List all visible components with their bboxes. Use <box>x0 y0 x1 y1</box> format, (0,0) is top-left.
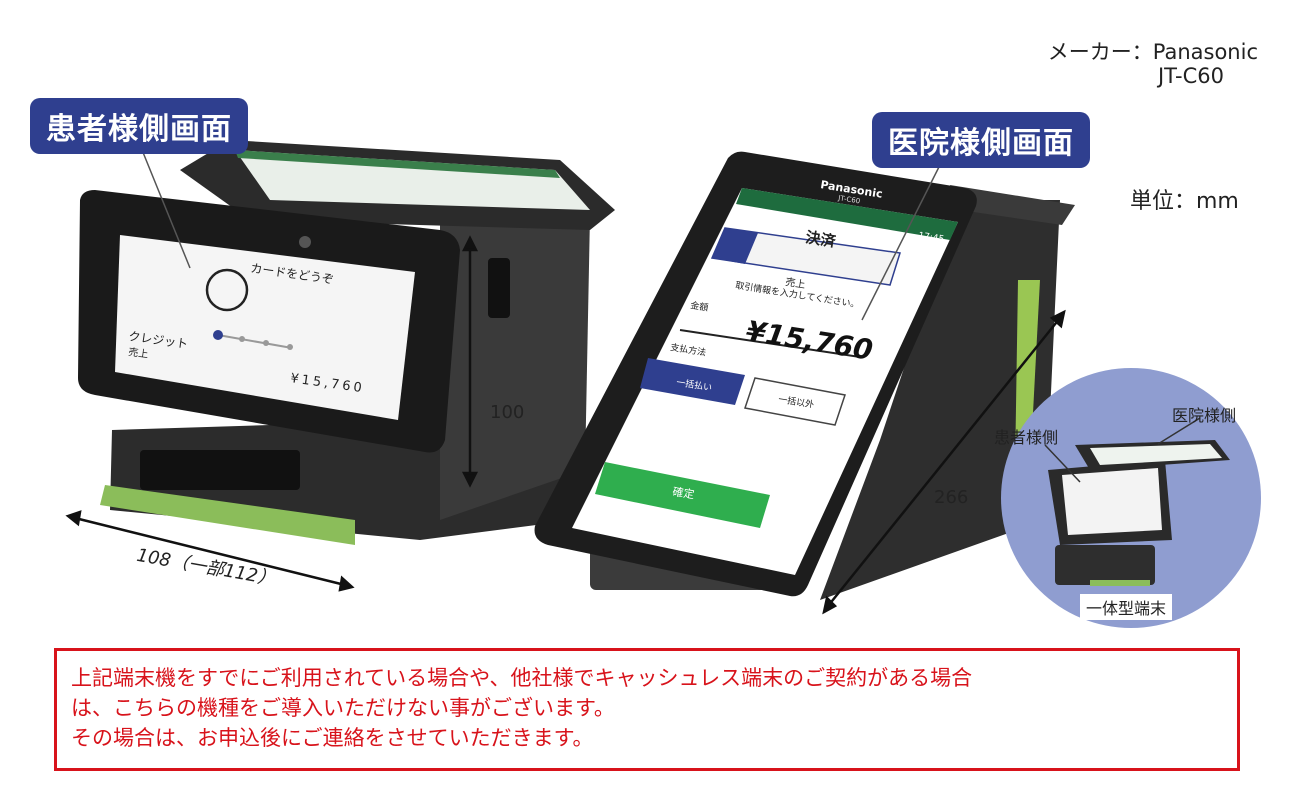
unit-label: 単位：mm <box>1130 189 1239 214</box>
patient-pointer <box>139 144 191 269</box>
patient-screen-badge: 患者様側画面 <box>30 98 248 154</box>
maker-model: JT-C60 <box>1157 64 1224 88</box>
dimension-arrows-left <box>65 235 479 592</box>
confirm-button[interactable]: 確定 <box>672 484 696 501</box>
clinic-time: 17:45 <box>918 231 945 245</box>
patient-terminal <box>78 140 615 545</box>
notice-box: 上記端末機をすでにご利用されている場合や、他社様でキャッシュレス端末のご契約があ… <box>54 648 1240 771</box>
inset-clinic-label: 医院様側 <box>1172 406 1237 425</box>
clinic-terminal <box>534 151 1075 600</box>
maker-label: メーカー：Panasonic <box>1047 40 1258 64</box>
clinic-pointer <box>861 154 946 321</box>
clinic-amount-label: 金額 <box>690 299 710 314</box>
clinic-model: JT-C60 <box>837 194 861 206</box>
inset-circle <box>1001 368 1261 628</box>
notice-line-3: その場合は、お申込後にご連絡をさせていただきます。 <box>71 726 594 750</box>
notice-line-2: は、こちらの機種をご導入いただけない事がございます。 <box>71 696 615 720</box>
inset-caption: 一体型端末 <box>1080 594 1173 620</box>
clinic-screen-badge: 医院様側画面 <box>872 112 1090 168</box>
height-dimension: 100 <box>490 402 525 423</box>
inset-patient-label: 患者様側 <box>994 428 1059 447</box>
notice-line-1: 上記端末機をすでにご利用されている場合や、他社様でキャッシュレス端末のご契約があ… <box>71 666 973 690</box>
length-dimension: 266 <box>934 487 969 508</box>
clinic-title: 決済 <box>804 228 837 251</box>
patient-sub: 売上 <box>128 345 150 361</box>
dimension-arrow-right <box>822 309 1066 615</box>
device-illustration: カードをどうぞ クレジット 売上 ¥15,760 Panasonic JT-C6 <box>65 140 1261 628</box>
maker-info: メーカー：Panasonic JT-C60 <box>1048 40 1258 88</box>
clinic-subtitle: 売上 <box>785 275 807 291</box>
